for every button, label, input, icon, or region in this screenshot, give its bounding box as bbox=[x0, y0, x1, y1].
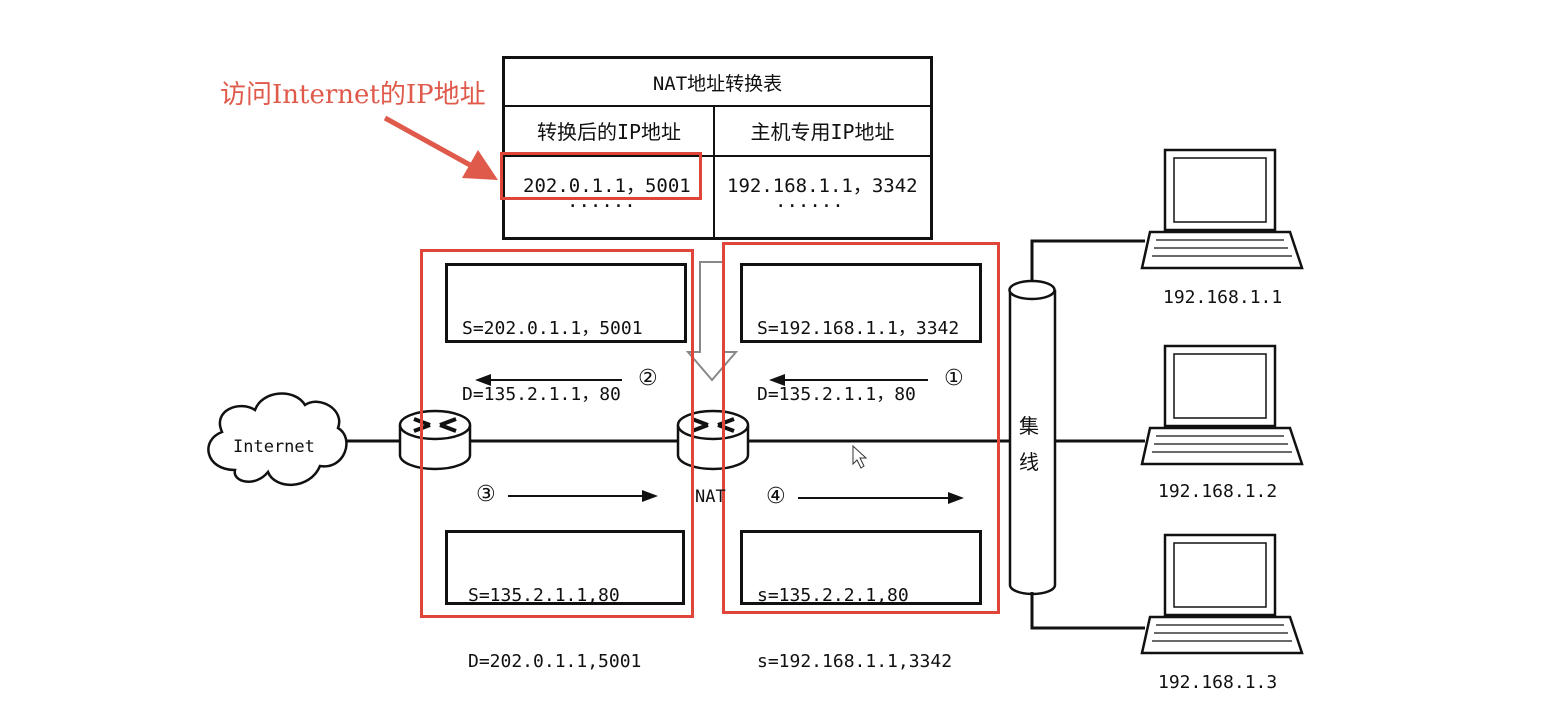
flow-arrow-1 bbox=[769, 374, 928, 386]
col-translated-header: 转换后的IP地址 bbox=[505, 105, 713, 157]
internet-cloud-icon bbox=[207, 392, 348, 487]
host-1-ip: 192.168.1.1 bbox=[1163, 287, 1283, 308]
ellipsis-right: ······ bbox=[775, 195, 844, 217]
private-side-region bbox=[722, 242, 1000, 614]
nat-label: NAT bbox=[695, 487, 726, 507]
nat-router-icon bbox=[676, 409, 750, 471]
packet-dst: s=192.168.1.1,3342 bbox=[757, 651, 953, 672]
translated-ip-highlight bbox=[500, 152, 702, 200]
step-2-marker: ② bbox=[638, 366, 658, 391]
packet-out-private: S=192.168.1.1，3342 D=135.2.1.1，80 bbox=[740, 263, 982, 405]
packet-dst: D=202.0.1.1,5001 bbox=[468, 651, 642, 672]
packet-src: S=192.168.1.1，3342 bbox=[757, 318, 960, 339]
flow-arrow-2 bbox=[475, 374, 622, 386]
hub-host3-link bbox=[1030, 592, 1145, 630]
packet-src: s=135.2.2.1,80 bbox=[757, 585, 909, 606]
router-icon bbox=[398, 409, 472, 471]
packet-dst: D=135.2.1.1，80 bbox=[757, 384, 916, 405]
ellipsis-left: ······ bbox=[567, 195, 636, 217]
packet-out-public: S=202.0.1.1，5001 D=135.2.1.1，80 bbox=[445, 263, 687, 405]
nat-translation-table: NAT地址转换表 转换后的IP地址 主机专用IP地址 202.0.1.1，500… bbox=[502, 56, 933, 240]
packet-src: S=202.0.1.1，5001 bbox=[462, 318, 643, 339]
internet-label: Internet bbox=[233, 437, 315, 457]
packet-dst: D=135.2.1.1，80 bbox=[462, 384, 621, 405]
row-translated-value: 202.0.1.1，5001 bbox=[523, 175, 691, 197]
hub-host1-link bbox=[1030, 239, 1145, 282]
step-4-marker: ④ bbox=[766, 484, 786, 509]
nat-table-divider bbox=[713, 105, 715, 240]
annotation-arrow bbox=[383, 115, 498, 180]
row-private-value: 192.168.1.1，3342 bbox=[727, 175, 918, 197]
cursor-icon bbox=[852, 444, 868, 469]
packet-src: S=135.2.1.1,80 bbox=[468, 585, 620, 606]
host-2-ip: 192.168.1.2 bbox=[1158, 481, 1278, 502]
annotation-label: 访问Internet的IP地址 bbox=[220, 80, 486, 110]
hub-label-top: 集 bbox=[1019, 414, 1039, 438]
packet-in-private: s=135.2.2.1,80 s=192.168.1.1,3342 bbox=[740, 530, 982, 672]
step-3-marker: ③ bbox=[476, 482, 496, 507]
laptop-icon-3 bbox=[1140, 533, 1304, 655]
hub-label-bottom: 线 bbox=[1019, 450, 1039, 474]
col-private-header: 主机专用IP地址 bbox=[715, 105, 930, 157]
public-side-region bbox=[420, 249, 694, 618]
host-3-ip: 192.168.1.3 bbox=[1158, 672, 1278, 693]
packet-in-public: S=135.2.1.1,80 D=202.0.1.1,5001 bbox=[445, 530, 685, 672]
flow-arrow-3 bbox=[508, 490, 658, 502]
flow-arrow-4 bbox=[798, 492, 964, 504]
step-1-marker: ① bbox=[944, 366, 964, 391]
hub-cylinder bbox=[1008, 279, 1057, 596]
laptop-icon-2 bbox=[1140, 344, 1304, 466]
nat-table-title: NAT地址转换表 bbox=[505, 59, 930, 107]
laptop-icon-1 bbox=[1140, 148, 1304, 270]
